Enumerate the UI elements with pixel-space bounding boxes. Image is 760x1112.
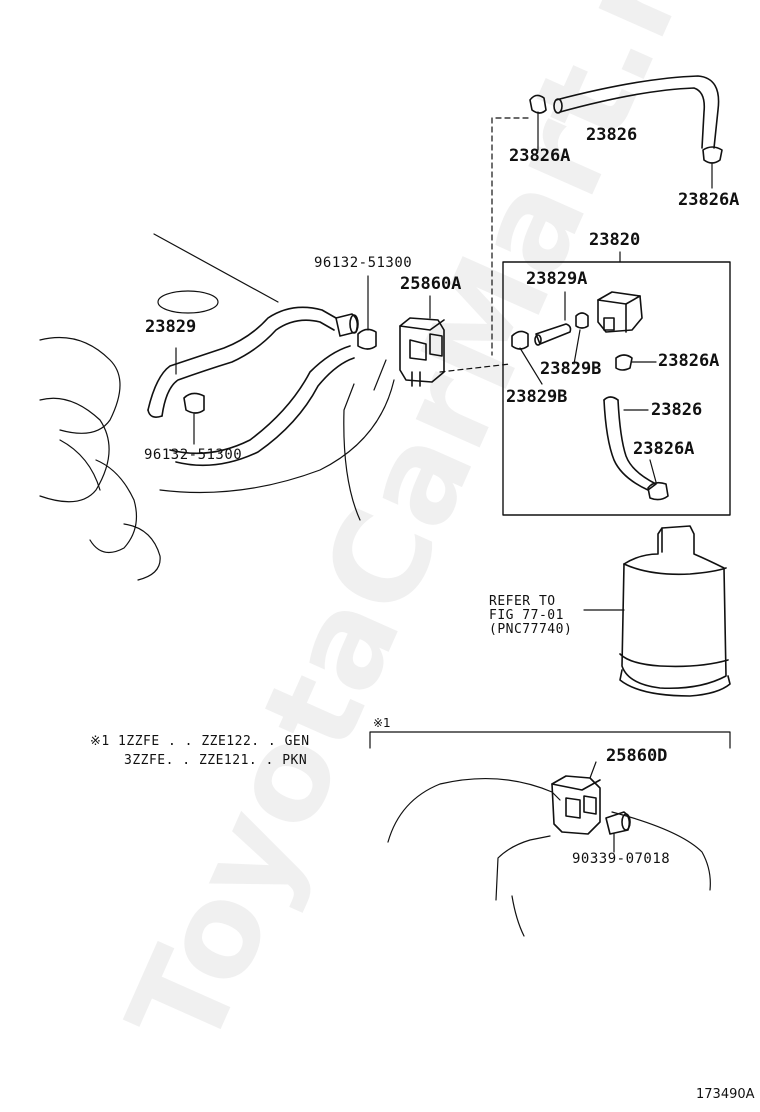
inset-engine bbox=[387, 777, 711, 937]
label-23826-mid: 23826 bbox=[651, 400, 703, 420]
label-96132-51300-bottom: 96132-51300 bbox=[144, 447, 243, 463]
leader-23826a-lower bbox=[649, 459, 657, 483]
label-23829: 23829 bbox=[145, 317, 197, 337]
plug-90339 bbox=[605, 811, 631, 853]
short-hose-23829a bbox=[534, 323, 572, 346]
hose-end-fitting bbox=[335, 313, 359, 337]
clamp-96132-lower bbox=[183, 392, 205, 445]
vsv-25860d bbox=[551, 761, 601, 835]
kit-frame-23820 bbox=[502, 251, 731, 516]
lower-hose bbox=[169, 345, 355, 467]
vertical-hose-box bbox=[603, 396, 669, 501]
label-23826a-mid: 23826A bbox=[658, 351, 720, 371]
note-line-1: ※1 1ZZFE . . ZZE122. . GEN bbox=[90, 734, 310, 749]
dashed-leader-mid bbox=[439, 363, 511, 373]
clamps-in-box bbox=[511, 312, 657, 371]
hose-clamp-top-right bbox=[702, 146, 723, 189]
dashed-leader-top bbox=[491, 117, 529, 356]
inset-bracket bbox=[369, 731, 731, 749]
reference-line-3: (PNC77740) bbox=[489, 622, 573, 637]
leader-23829b-right bbox=[573, 329, 581, 365]
main-hose-23829 bbox=[147, 306, 337, 418]
note-line-2: 3ZZFE. . ZZE121. . PKN bbox=[124, 753, 308, 768]
label-25860a: 25860A bbox=[400, 274, 462, 294]
charcoal-canister bbox=[583, 525, 731, 697]
leader-23829b-left bbox=[519, 347, 543, 385]
engine-outline bbox=[39, 233, 395, 581]
label-96132-51300-top: 96132-51300 bbox=[314, 255, 413, 271]
label-23826a-lower: 23826A bbox=[633, 439, 695, 459]
vsv-25860a bbox=[399, 295, 445, 387]
top-hose-23826 bbox=[553, 75, 720, 149]
label-23820: 23820 bbox=[589, 230, 641, 250]
label-23829b-right: 23829B bbox=[540, 359, 602, 379]
reference-line-2: FIG 77-01 bbox=[489, 608, 564, 623]
label-23826-top: 23826 bbox=[586, 125, 638, 145]
clamp-96132-upper bbox=[357, 275, 377, 350]
label-23826a-top-left: 23826A bbox=[509, 146, 571, 166]
reference-line-1: REFER TO bbox=[489, 594, 556, 609]
label-23829b-left: 23829B bbox=[506, 387, 568, 407]
vsv-unit-box bbox=[597, 291, 643, 333]
label-23829a: 23829A bbox=[526, 269, 588, 289]
figure-id: 173490A bbox=[696, 1087, 755, 1102]
hose-clamp-top-left bbox=[529, 94, 547, 151]
label-25860d: 25860D bbox=[606, 746, 668, 766]
label-90339-07018: 90339-07018 bbox=[572, 851, 671, 867]
label-23826a-top-right: 23826A bbox=[678, 190, 740, 210]
inset-mark: ※1 bbox=[373, 716, 391, 730]
